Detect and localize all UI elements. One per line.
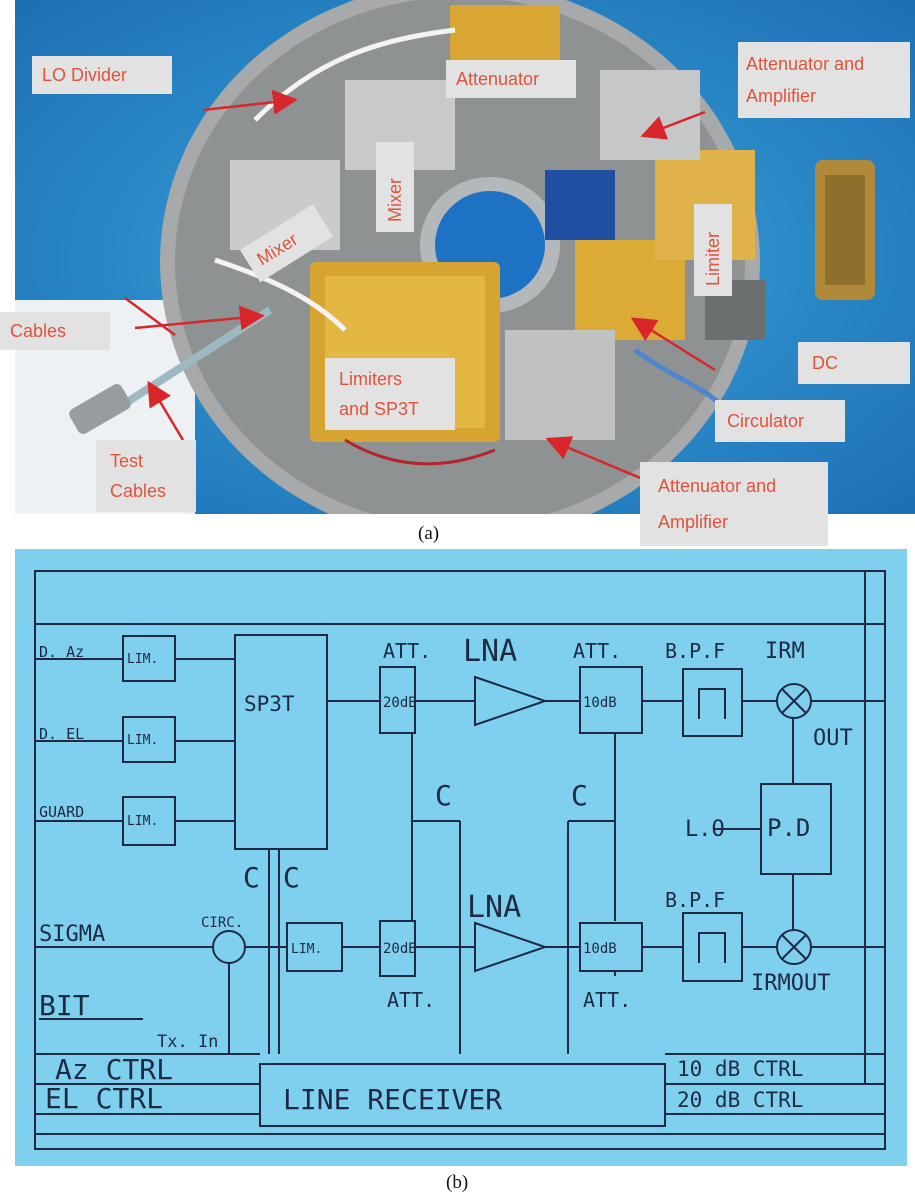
bpf-label-top: B.P.F: [665, 639, 725, 663]
att-label-top-2: ATT.: [573, 639, 621, 663]
coupler-c-2: C: [571, 779, 588, 812]
bpf-bottom-block: [683, 913, 742, 981]
label-line: Test: [110, 446, 182, 476]
label-attenuator-amplifier-top: Attenuator and Amplifier: [738, 42, 910, 118]
label-limiters-sp3t: Limiters and SP3T: [325, 358, 455, 430]
label-line: Cables: [110, 476, 182, 506]
input-sigma: SIGMA: [39, 922, 105, 947]
att-label-top-1: ATT.: [383, 639, 431, 663]
input-d-az: D. Az: [39, 643, 84, 661]
label-circulator: Circulator: [715, 400, 845, 442]
block-schematic: D. Az D. EL GUARD LIM. LIM. LIM. SP3T AT…: [15, 549, 907, 1166]
label-limiter: Limiter: [694, 204, 732, 296]
caption-b: (b): [446, 1172, 468, 1194]
bpf-top-block: [683, 669, 742, 736]
label-mixer-mid: Mixer: [376, 142, 414, 232]
label-test-cables: Test Cables: [96, 440, 196, 512]
tx-in-label: Tx. In: [157, 1032, 218, 1052]
control-c-1: C: [243, 861, 260, 894]
ctrl-10db-label: 10 dB CTRL: [677, 1057, 803, 1081]
lna-label-top: LNA: [463, 634, 517, 669]
circulator-symbol: [213, 931, 245, 963]
label-lo-divider: LO Divider: [32, 56, 172, 94]
sp3t-block: [235, 635, 327, 849]
irmout-label: IRMOUT: [751, 971, 830, 996]
label-line: Attenuator and: [746, 48, 902, 80]
input-d-el: D. EL: [39, 725, 84, 743]
label-attenuator: Attenuator: [446, 60, 576, 98]
label-attenuator-amplifier-bottom: Attenuator and Amplifier: [640, 462, 828, 546]
pd-label: P.D: [767, 814, 810, 842]
ctrl-20db-label: 20 dB CTRL: [677, 1088, 803, 1112]
input-guard: GUARD: [39, 803, 84, 821]
lna-label-bottom: LNA: [467, 890, 521, 925]
input-bit: BIT: [39, 989, 90, 1022]
line-receiver-label: LINE RECEIVER: [283, 1083, 502, 1116]
label-line: Amplifier: [746, 80, 902, 112]
att-20db-bottom-value: 20dB: [383, 941, 417, 957]
el-ctrl-label: EL CTRL: [45, 1082, 163, 1115]
sp3t-label: SP3T: [244, 692, 295, 716]
label-line: Attenuator and: [658, 468, 810, 504]
irm-label: IRM: [765, 639, 805, 664]
control-c-2: C: [283, 861, 300, 894]
lim-label: LIM.: [127, 652, 158, 667]
circ-label: CIRC.: [201, 915, 243, 931]
lo-label: L.O: [685, 817, 725, 842]
lim-label: LIM.: [127, 814, 158, 829]
caption-a: (a): [418, 523, 439, 545]
label-line: Amplifier: [658, 504, 810, 540]
label-line: and SP3T: [339, 394, 441, 424]
att-20db-top-value: 20dB: [383, 695, 417, 711]
coupler-c-1: C: [435, 779, 452, 812]
label-dc: DC: [798, 342, 910, 384]
lim-label: LIM.: [291, 942, 322, 957]
label-cables: Cables: [0, 312, 110, 350]
att-label-bottom-2: ATT.: [583, 988, 631, 1012]
label-line: Limiters: [339, 364, 441, 394]
bpf-label-bottom: B.P.F: [665, 888, 725, 912]
out-label: OUT: [813, 726, 853, 751]
att-10db-bottom-value: 10dB: [583, 941, 617, 957]
att-label-bottom-1: ATT.: [387, 988, 435, 1012]
lim-label: LIM.: [127, 733, 158, 748]
att-10db-top-value: 10dB: [583, 695, 617, 711]
